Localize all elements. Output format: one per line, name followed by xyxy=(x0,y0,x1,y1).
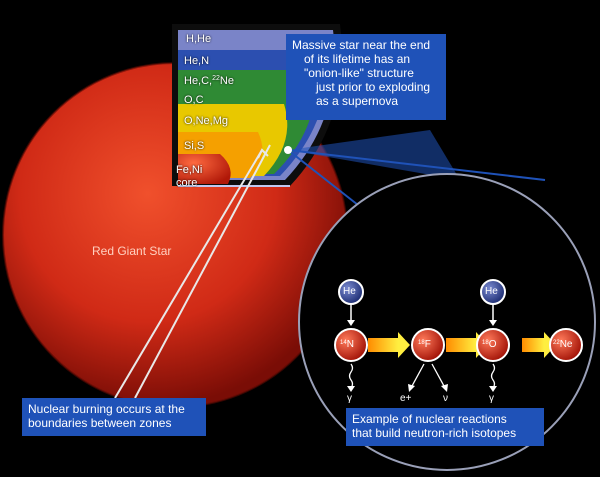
caption-line: boundaries between zones xyxy=(28,416,172,430)
helium-label-1: He xyxy=(343,286,356,297)
emission-neutrino: ν xyxy=(443,393,448,404)
caption-line: just prior to exploding xyxy=(316,80,431,94)
layer-label-fe-ni: Fe,Ni xyxy=(176,164,203,176)
zoom-circle xyxy=(298,173,596,471)
layer-label-core: core xyxy=(176,177,198,189)
caption-line: Massive star near the end xyxy=(292,38,431,52)
caption-line: that build neutron-rich isotopes xyxy=(352,426,517,440)
nucleus-label-o18: 18O xyxy=(482,339,497,350)
layer-label-o-ne-mg: O,Ne,Mg xyxy=(184,115,229,127)
arrow-2 xyxy=(446,338,476,352)
helium-label-2: He xyxy=(485,286,498,297)
zoom-point xyxy=(284,146,292,154)
layer-label-si-s: Si,S xyxy=(184,140,205,152)
layer-label-o-c: O,C xyxy=(184,94,204,106)
nucleus-label-n14: 14N xyxy=(340,339,354,350)
nucleus-n14 xyxy=(334,328,368,362)
layer-label-he-c-ne: He,C,22Ne xyxy=(184,75,234,87)
caption-line: Example of nuclear reactions xyxy=(352,412,507,426)
emission-gamma-2: γ xyxy=(489,393,494,404)
nucleus-ne22 xyxy=(549,328,583,362)
nucleus-o18 xyxy=(476,328,510,362)
reactions-caption: Example of nuclear reactions that build … xyxy=(346,408,544,446)
nucleus-label-ne22: 22Ne xyxy=(553,339,573,350)
caption-line: "onion-like" structure xyxy=(304,66,414,80)
arrow-3 xyxy=(522,338,544,352)
caption-line: as a supernova xyxy=(316,94,399,108)
layer-label-he-n: He,N xyxy=(184,55,210,67)
caption-line: of its lifetime has an xyxy=(304,52,411,66)
zoom-wedge xyxy=(288,130,460,180)
supernova-caption: Massive star near the end of its lifetim… xyxy=(286,34,446,120)
nuclear-burning-caption: Nuclear burning occurs at the boundaries… xyxy=(22,398,206,436)
caption-line: Nuclear burning occurs at the xyxy=(28,402,185,416)
helium-nucleus-1 xyxy=(338,279,364,305)
nucleus-label-f18: 18F xyxy=(418,339,431,350)
layer-label-h-he: H,He xyxy=(186,33,212,45)
arrow-1 xyxy=(368,338,398,352)
helium-nucleus-2 xyxy=(480,279,506,305)
shell-fe-ni-core xyxy=(178,154,231,184)
red-giant-label: Red Giant Star xyxy=(92,244,172,258)
nucleus-f18 xyxy=(411,328,445,362)
emission-positron: e+ xyxy=(400,393,412,404)
emission-gamma-1: γ xyxy=(347,393,352,404)
